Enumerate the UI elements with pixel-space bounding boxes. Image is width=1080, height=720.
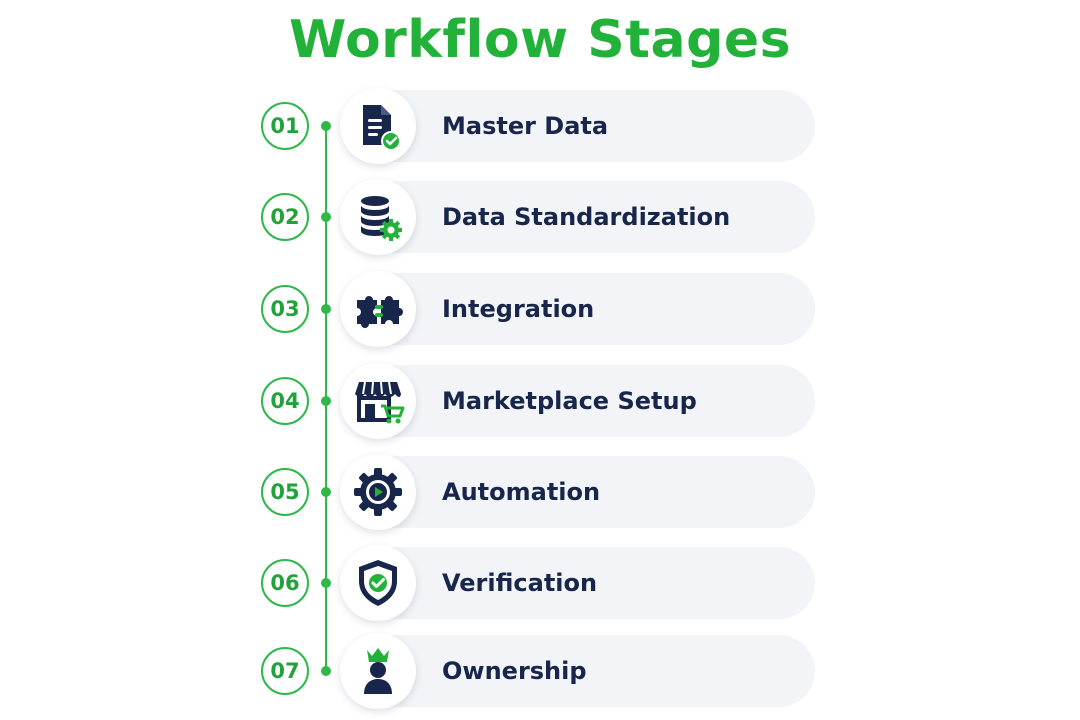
timeline-dot xyxy=(321,666,331,676)
puzzle-icon xyxy=(340,271,416,347)
stage-item-master-data: 01 Master Data xyxy=(0,88,1080,166)
gear-play-icon xyxy=(340,454,416,530)
timeline-dot xyxy=(321,212,331,222)
stage-pill xyxy=(360,273,815,345)
stage-pill xyxy=(360,365,815,437)
stage-pill xyxy=(360,547,815,619)
stage-pill xyxy=(360,181,815,253)
stage-item-automation: 05 Automation xyxy=(0,454,1080,532)
stage-label: Verification xyxy=(442,569,598,597)
document-check-icon xyxy=(340,88,416,164)
stage-pill xyxy=(360,456,815,528)
stage-number-badge: 04 xyxy=(261,377,309,425)
stage-number-badge: 07 xyxy=(261,647,309,695)
timeline-dot xyxy=(321,304,331,314)
stage-label: Master Data xyxy=(442,112,609,140)
stage-number-badge: 06 xyxy=(261,559,309,607)
timeline-dot xyxy=(321,396,331,406)
storefront-cart-icon xyxy=(340,363,416,439)
stage-number-badge: 02 xyxy=(261,193,309,241)
stage-number-badge: 01 xyxy=(261,102,309,150)
stage-number-badge: 05 xyxy=(261,468,309,516)
stage-item-verification: 06 Verification xyxy=(0,545,1080,623)
database-gear-icon xyxy=(340,179,416,255)
stage-label: Automation xyxy=(442,478,601,506)
stage-pill xyxy=(360,635,815,707)
shield-check-icon xyxy=(340,545,416,621)
stage-item-integration: 03 Integration xyxy=(0,271,1080,349)
stage-item-data-standardization: 02 Data Standardization xyxy=(0,179,1080,257)
stage-label: Data Standardization xyxy=(442,203,731,231)
timeline-dot xyxy=(321,487,331,497)
stage-pill xyxy=(360,90,815,162)
stage-item-marketplace-setup: 04 Marketplace Setup xyxy=(0,363,1080,441)
timeline-dot xyxy=(321,578,331,588)
crowned-person-icon xyxy=(340,633,416,709)
timeline-dot xyxy=(321,121,331,131)
stage-label: Marketplace Setup xyxy=(442,387,697,415)
stage-item-ownership: 07 Ownership xyxy=(0,633,1080,711)
stage-label: Integration xyxy=(442,295,595,323)
page-title: Workflow Stages xyxy=(288,10,792,70)
stage-number-badge: 03 xyxy=(261,285,309,333)
stage-label: Ownership xyxy=(442,657,587,685)
